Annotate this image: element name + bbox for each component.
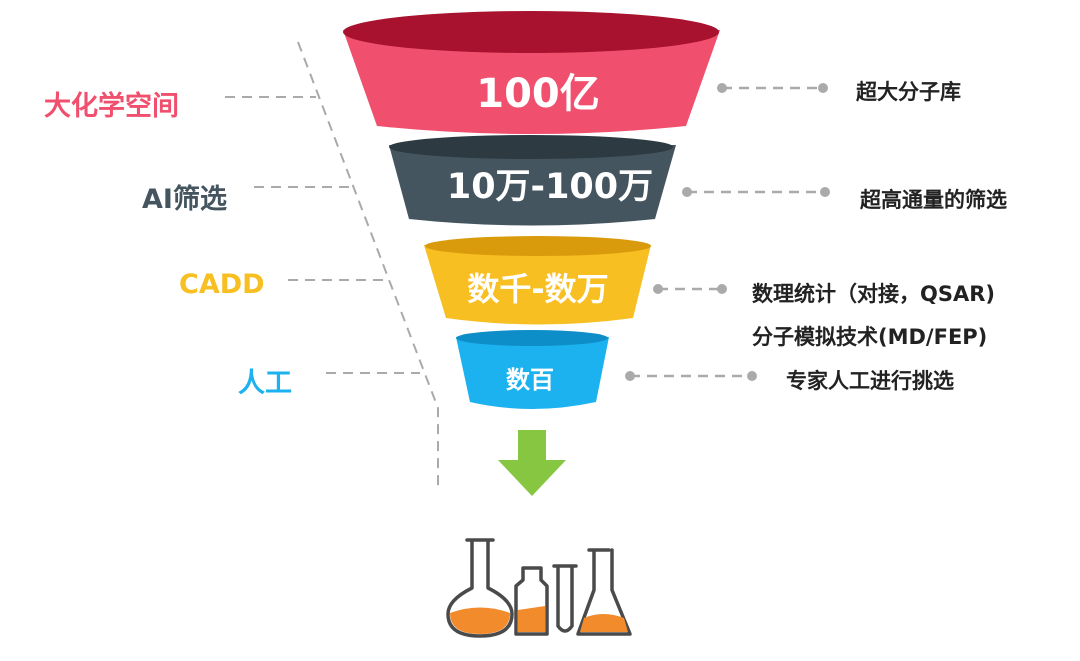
tier-3-rim bbox=[425, 236, 651, 256]
right-connector-1 bbox=[717, 83, 828, 93]
tier-1-rim bbox=[343, 11, 719, 53]
tier-4-body bbox=[456, 337, 609, 409]
tier-3-value: 数千-数万 bbox=[467, 270, 608, 308]
funnel-tier-1: 100亿 bbox=[343, 11, 720, 134]
tier-4-value: 数百 bbox=[506, 366, 554, 394]
right-label-3a: 数理统计（对接，QSAR) bbox=[752, 282, 995, 306]
erlenmeyer-liquid bbox=[580, 614, 628, 632]
lab-glassware-icon bbox=[446, 538, 632, 638]
right-label-3b: 分子模拟技术(MD/FEP) bbox=[752, 325, 988, 349]
right-connector-4 bbox=[625, 371, 757, 381]
tier-1-body bbox=[343, 30, 720, 134]
right-label-1: 超大分子库 bbox=[856, 80, 961, 104]
funnel-tier-2: 10万-100万 bbox=[389, 135, 676, 226]
tier-3-body bbox=[424, 245, 651, 325]
right-label-2: 超高通量的筛选 bbox=[860, 188, 1007, 212]
left-label-1: 大化学空间 bbox=[44, 91, 179, 122]
left-label-3: CADD bbox=[179, 269, 265, 300]
funnel-tier-3: 数千-数万 bbox=[424, 236, 651, 325]
left-label-4: 人工 bbox=[238, 368, 292, 399]
flask-liquid bbox=[450, 607, 510, 634]
right-connector-2 bbox=[682, 187, 830, 197]
tier-2-body bbox=[389, 145, 676, 226]
tier-2-value: 10万-100万 bbox=[447, 167, 653, 207]
tier-2-rim bbox=[389, 135, 673, 159]
tier-1-value: 100亿 bbox=[476, 71, 600, 117]
guide-dashed-line bbox=[297, 41, 439, 490]
funnel-tier-4: 数百 bbox=[456, 330, 609, 409]
bottle-liquid bbox=[518, 606, 545, 632]
tier-4-rim bbox=[456, 330, 608, 346]
down-arrow-icon bbox=[498, 430, 566, 496]
right-connector-3 bbox=[653, 284, 727, 294]
right-label-4: 专家人工进行挑选 bbox=[786, 369, 954, 393]
left-label-2: AI筛选 bbox=[142, 184, 227, 215]
